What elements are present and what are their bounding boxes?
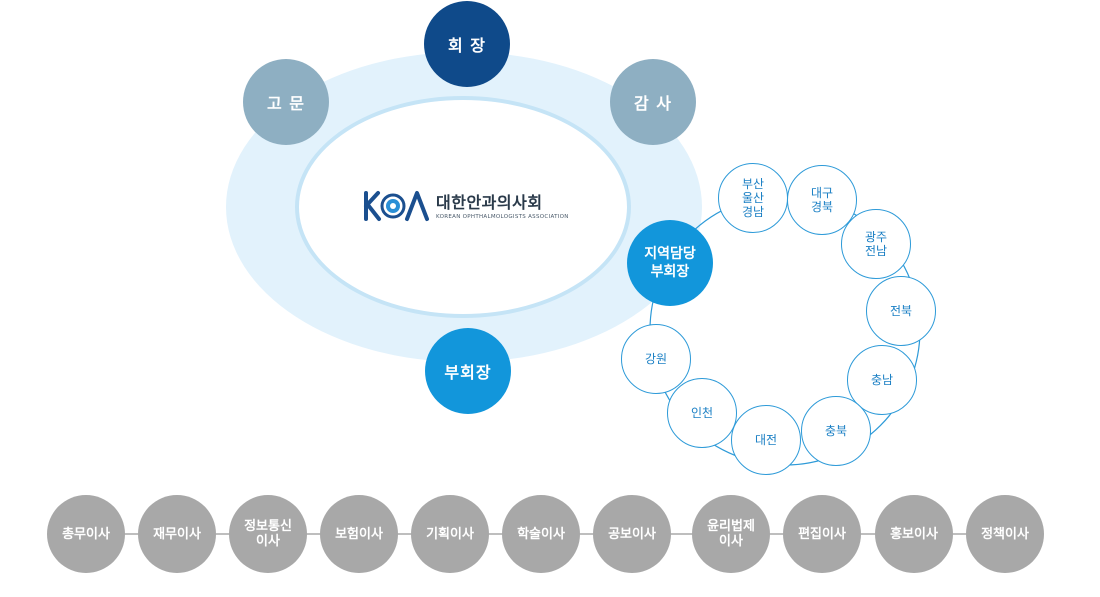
region-label: 충남 (870, 373, 894, 387)
director-planning[interactable]: 기획이사 (411, 495, 489, 573)
region-label: 충북 (824, 424, 848, 438)
vice-president-node[interactable]: 부회장 (425, 328, 511, 414)
director-policy[interactable]: 정책이사 (966, 495, 1044, 573)
director-label: 정책이사 (981, 526, 1029, 542)
region-label: 부산 울산 경남 (741, 177, 765, 219)
director-academic[interactable]: 학술이사 (502, 495, 580, 573)
director-label: 편집이사 (798, 526, 846, 542)
director-ethics-legislation[interactable]: 윤리법제 이사 (692, 495, 770, 573)
regional-vice-president-node[interactable]: 지역담당 부회장 (627, 220, 713, 306)
region-label: 광주 전남 (864, 230, 888, 258)
director-label: 기획이사 (426, 526, 474, 542)
auditor-node[interactable]: 감 사 (610, 59, 696, 145)
director-finance[interactable]: 재무이사 (138, 495, 216, 573)
logo-ellipse (295, 96, 631, 318)
president-label: 회 장 (447, 36, 486, 55)
director-label: 정보통신 이사 (244, 519, 292, 549)
region-label: 인천 (690, 406, 714, 420)
region-jeonbuk[interactable]: 전북 (866, 276, 936, 346)
director-label: 총무이사 (62, 526, 110, 542)
region-chungbuk[interactable]: 충북 (801, 396, 871, 466)
association-logo: 대한안과의사회 KOREAN OPHTHALMOLOGISTS ASSOCIAT… (362, 188, 569, 226)
region-gangwon[interactable]: 강원 (621, 324, 691, 394)
director-label: 재무이사 (153, 526, 201, 542)
director-editing[interactable]: 편집이사 (783, 495, 861, 573)
auditor-label: 감 사 (633, 94, 672, 113)
director-label: 보험이사 (335, 526, 383, 542)
director-label: 윤리법제 이사 (707, 519, 755, 549)
koa-logo-mark-icon (364, 191, 429, 221)
vice-president-label: 부회장 (444, 363, 492, 382)
region-label: 대전 (754, 433, 778, 447)
director-information-communication[interactable]: 정보통신 이사 (229, 495, 307, 573)
logo-korean-name: 대한안과의사회 (436, 193, 543, 212)
director-general-affairs[interactable]: 총무이사 (47, 495, 125, 573)
region-incheon[interactable]: 인천 (667, 378, 737, 448)
advisor-label: 고 문 (266, 94, 305, 113)
president-node[interactable]: 회 장 (424, 1, 510, 87)
region-label: 강원 (644, 352, 668, 366)
director-label: 공보이사 (608, 526, 656, 542)
director-insurance[interactable]: 보험이사 (320, 495, 398, 573)
region-gwangju-jeonnam[interactable]: 광주 전남 (841, 209, 911, 279)
logo-english-name: KOREAN OPHTHALMOLOGISTS ASSOCIATION (436, 214, 569, 220)
director-promotion[interactable]: 홍보이사 (875, 495, 953, 573)
region-label: 전북 (889, 304, 913, 318)
region-daejeon[interactable]: 대전 (731, 405, 801, 475)
director-label: 홍보이사 (890, 526, 938, 542)
advisor-node[interactable]: 고 문 (243, 59, 329, 145)
regional-vice-president-label: 지역담당 부회장 (644, 246, 696, 280)
director-public-information[interactable]: 공보이사 (593, 495, 671, 573)
director-label: 학술이사 (517, 526, 565, 542)
region-daegu-gyeongbuk[interactable]: 대구 경북 (787, 165, 857, 235)
region-label: 대구 경북 (810, 186, 834, 214)
region-busan-ulsan-gyeongnam[interactable]: 부산 울산 경남 (718, 163, 788, 233)
